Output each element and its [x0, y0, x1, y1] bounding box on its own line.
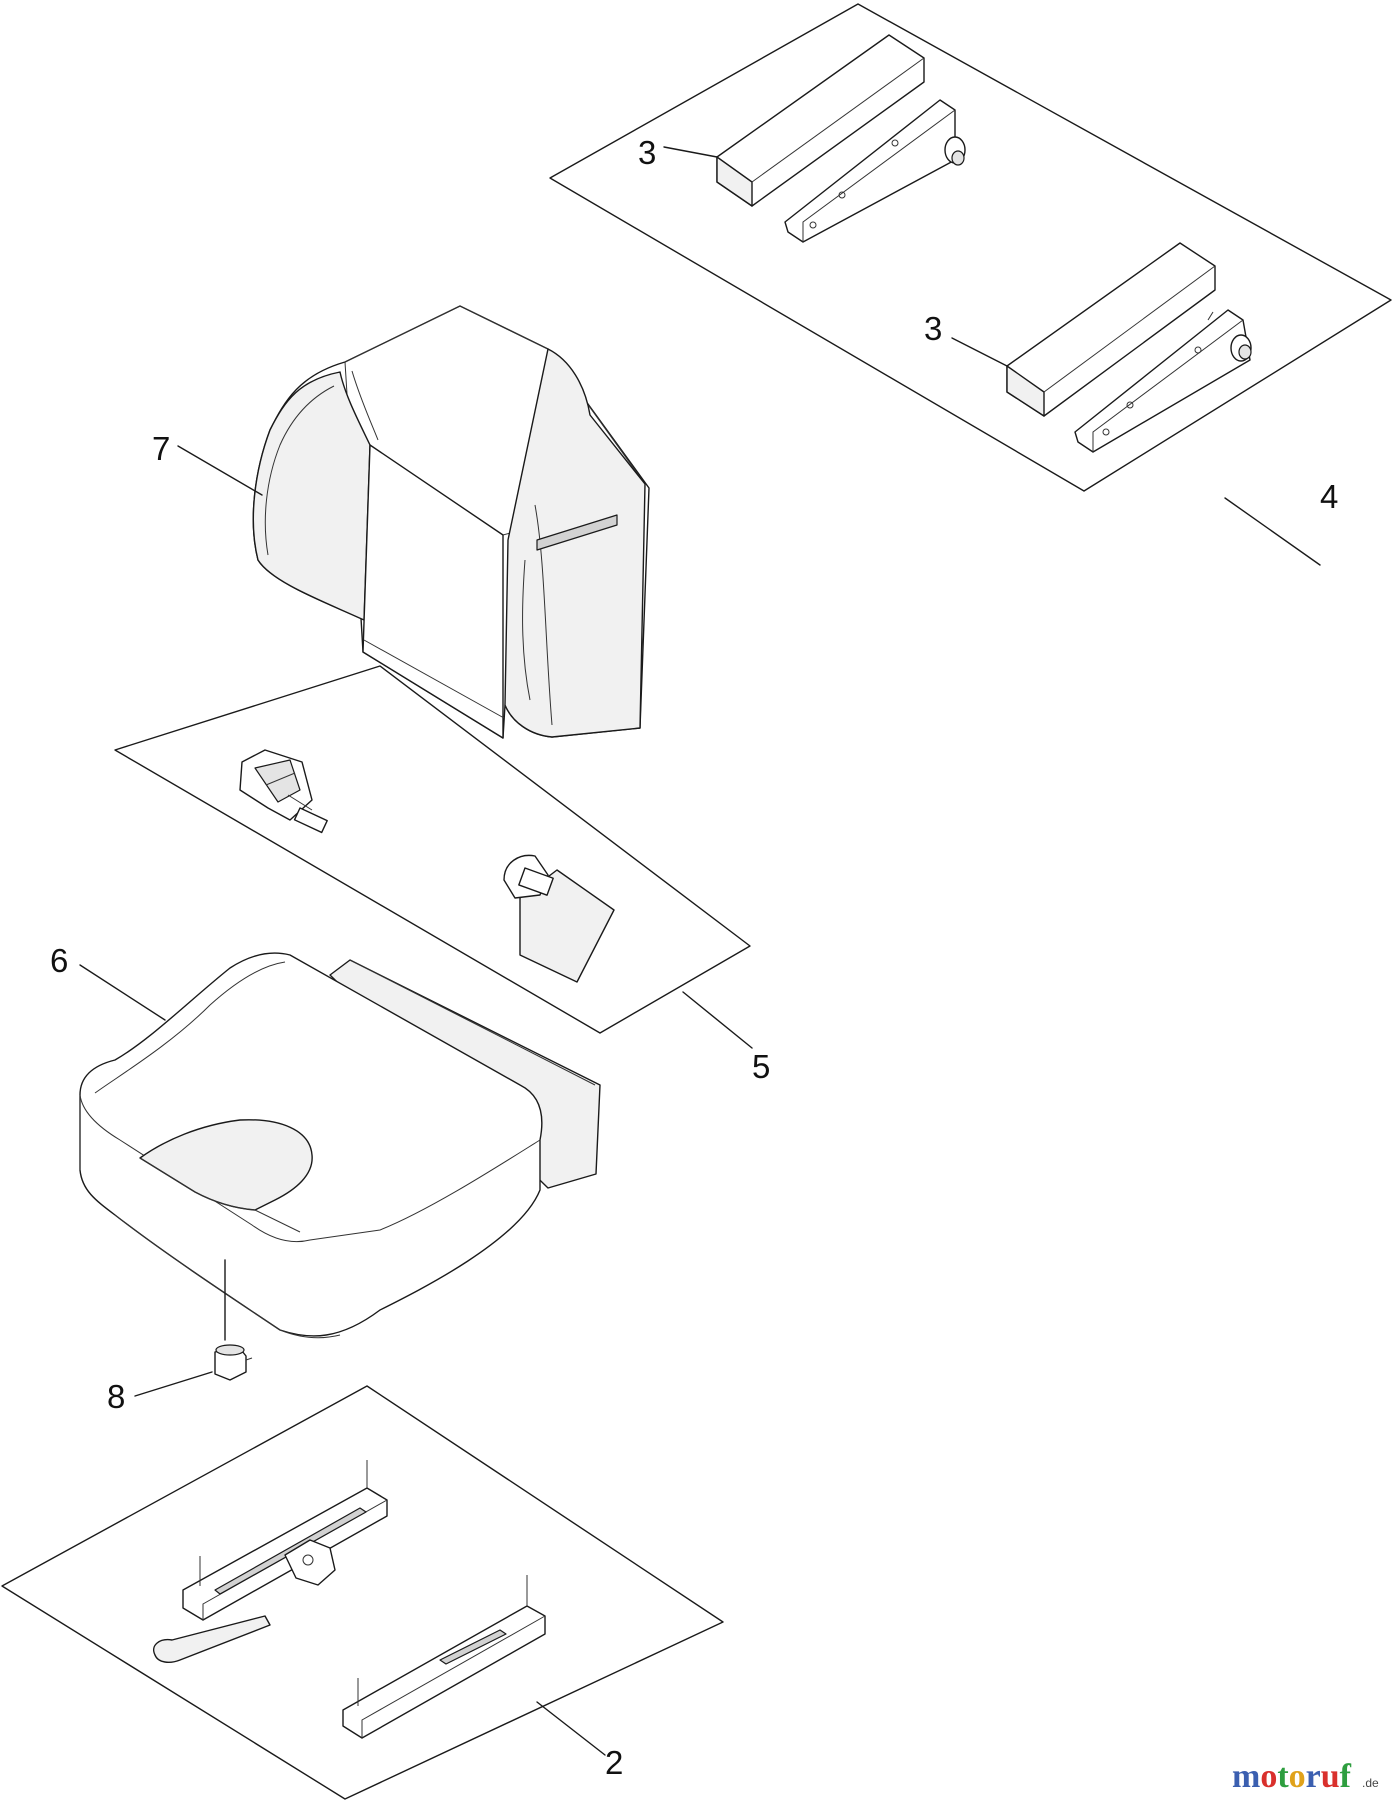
- wm-letter: m: [1232, 1758, 1260, 1795]
- leader-3b: [951, 337, 1008, 367]
- seat-belt-buckle-part: [503, 854, 615, 983]
- motoruf-watermark: motoruf .de: [1232, 1758, 1379, 1795]
- seat-cushion: [79, 952, 601, 1341]
- leader-5: [682, 991, 753, 1049]
- seat-switch-kit-panel: [114, 665, 753, 1049]
- armrest-kit-panel: [549, 3, 1392, 566]
- leader-4: [1224, 497, 1321, 566]
- wm-letter: r: [1306, 1758, 1321, 1795]
- seat-switch-part: [239, 749, 328, 834]
- armrest-pad-upper: [716, 34, 925, 207]
- armrest-bracket-upper: [784, 99, 966, 243]
- wm-letter: t: [1277, 1758, 1289, 1795]
- seat-back: [177, 305, 650, 739]
- leader-3a: [663, 146, 718, 158]
- svg-text:motoruf: motoruf: [1232, 1758, 1352, 1795]
- callout-4: 4: [1320, 478, 1338, 515]
- wm-suffix: .de: [1362, 1776, 1379, 1790]
- seat-slide-kit-panel: [1, 1385, 724, 1800]
- callout-8: 8: [107, 1378, 125, 1415]
- leader-2: [536, 1701, 606, 1756]
- armrest-bracket-lower: [1074, 309, 1252, 453]
- callout-3a: 3: [638, 134, 656, 171]
- callout-3b: 3: [924, 310, 942, 347]
- leader-7: [177, 445, 263, 496]
- wm-letter: o: [1289, 1758, 1306, 1795]
- armrest-pad-lower: [1006, 242, 1216, 417]
- callout-2: 2: [605, 1744, 623, 1781]
- slide-rail-left: [153, 1460, 388, 1663]
- callout-6: 6: [50, 942, 68, 979]
- callout-5: 5: [752, 1048, 770, 1085]
- callout-7: 7: [152, 430, 170, 467]
- seat-switch-connector: [134, 1344, 253, 1397]
- leader-6: [79, 964, 166, 1021]
- wm-letter: o: [1260, 1758, 1277, 1795]
- wm-letter: u: [1321, 1758, 1340, 1795]
- wm-letter: f: [1340, 1758, 1352, 1795]
- leader-8: [134, 1371, 213, 1397]
- slide-rail-right: [342, 1575, 546, 1739]
